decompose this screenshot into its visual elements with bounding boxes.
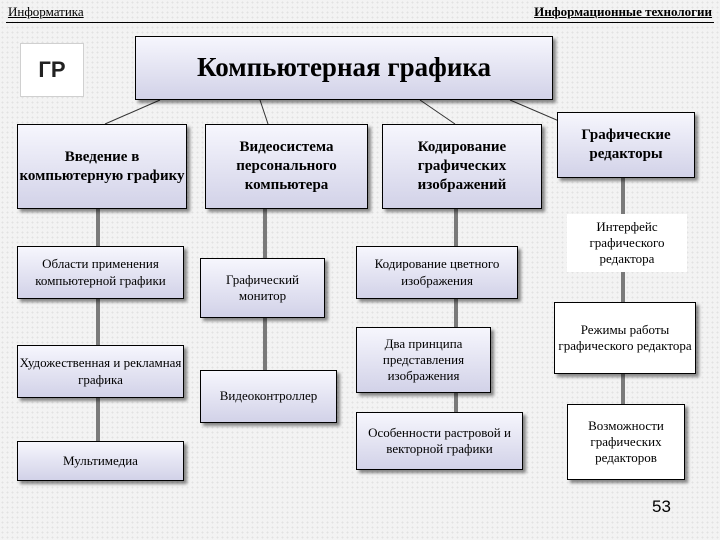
category-image-encoding: Кодирование графических изображений <box>382 124 542 209</box>
item-video-controller: Видеоконтроллер <box>200 370 337 423</box>
header-divider <box>6 22 714 23</box>
item-editor-modes: Режимы работы графического редактора <box>554 302 696 374</box>
item-two-principles: Два принципа представления изображения <box>356 327 491 393</box>
category-video-system: Видеосистема персонального компьютера <box>205 124 368 209</box>
diagram-title: Компьютерная графика <box>135 36 553 100</box>
item-multimedia: Мультимедиа <box>17 441 184 481</box>
item-raster-vector: Особенности растровой и векторной график… <box>356 412 523 470</box>
connector-title-col3 <box>419 99 456 125</box>
connector-title-col2 <box>259 99 269 125</box>
item-art-advertising-graphics: Художественная и рекламная графика <box>17 345 184 398</box>
item-editor-interface: Интерфейс графического редактора <box>567 214 687 272</box>
item-editor-capabilities: Возможности графических редакторов <box>567 404 685 480</box>
page-number: 53 <box>652 497 671 516</box>
item-application-areas: Области применения компьютерной графики <box>17 246 184 299</box>
category-graphic-editors: Графические редакторы <box>557 112 695 178</box>
item-color-encoding: Кодирование цветного изображения <box>356 246 518 299</box>
connector-title-col1 <box>104 99 161 125</box>
column-4-connector <box>621 176 625 426</box>
header-topic: Информационные технологии <box>534 4 712 19</box>
header-subject: Информатика <box>8 4 84 19</box>
item-graphic-monitor: Графический монитор <box>200 258 325 318</box>
topic-badge: ГР <box>20 43 84 97</box>
column-1-connector <box>96 208 100 453</box>
category-introduction: Введение в компьютерную графику <box>17 124 187 209</box>
